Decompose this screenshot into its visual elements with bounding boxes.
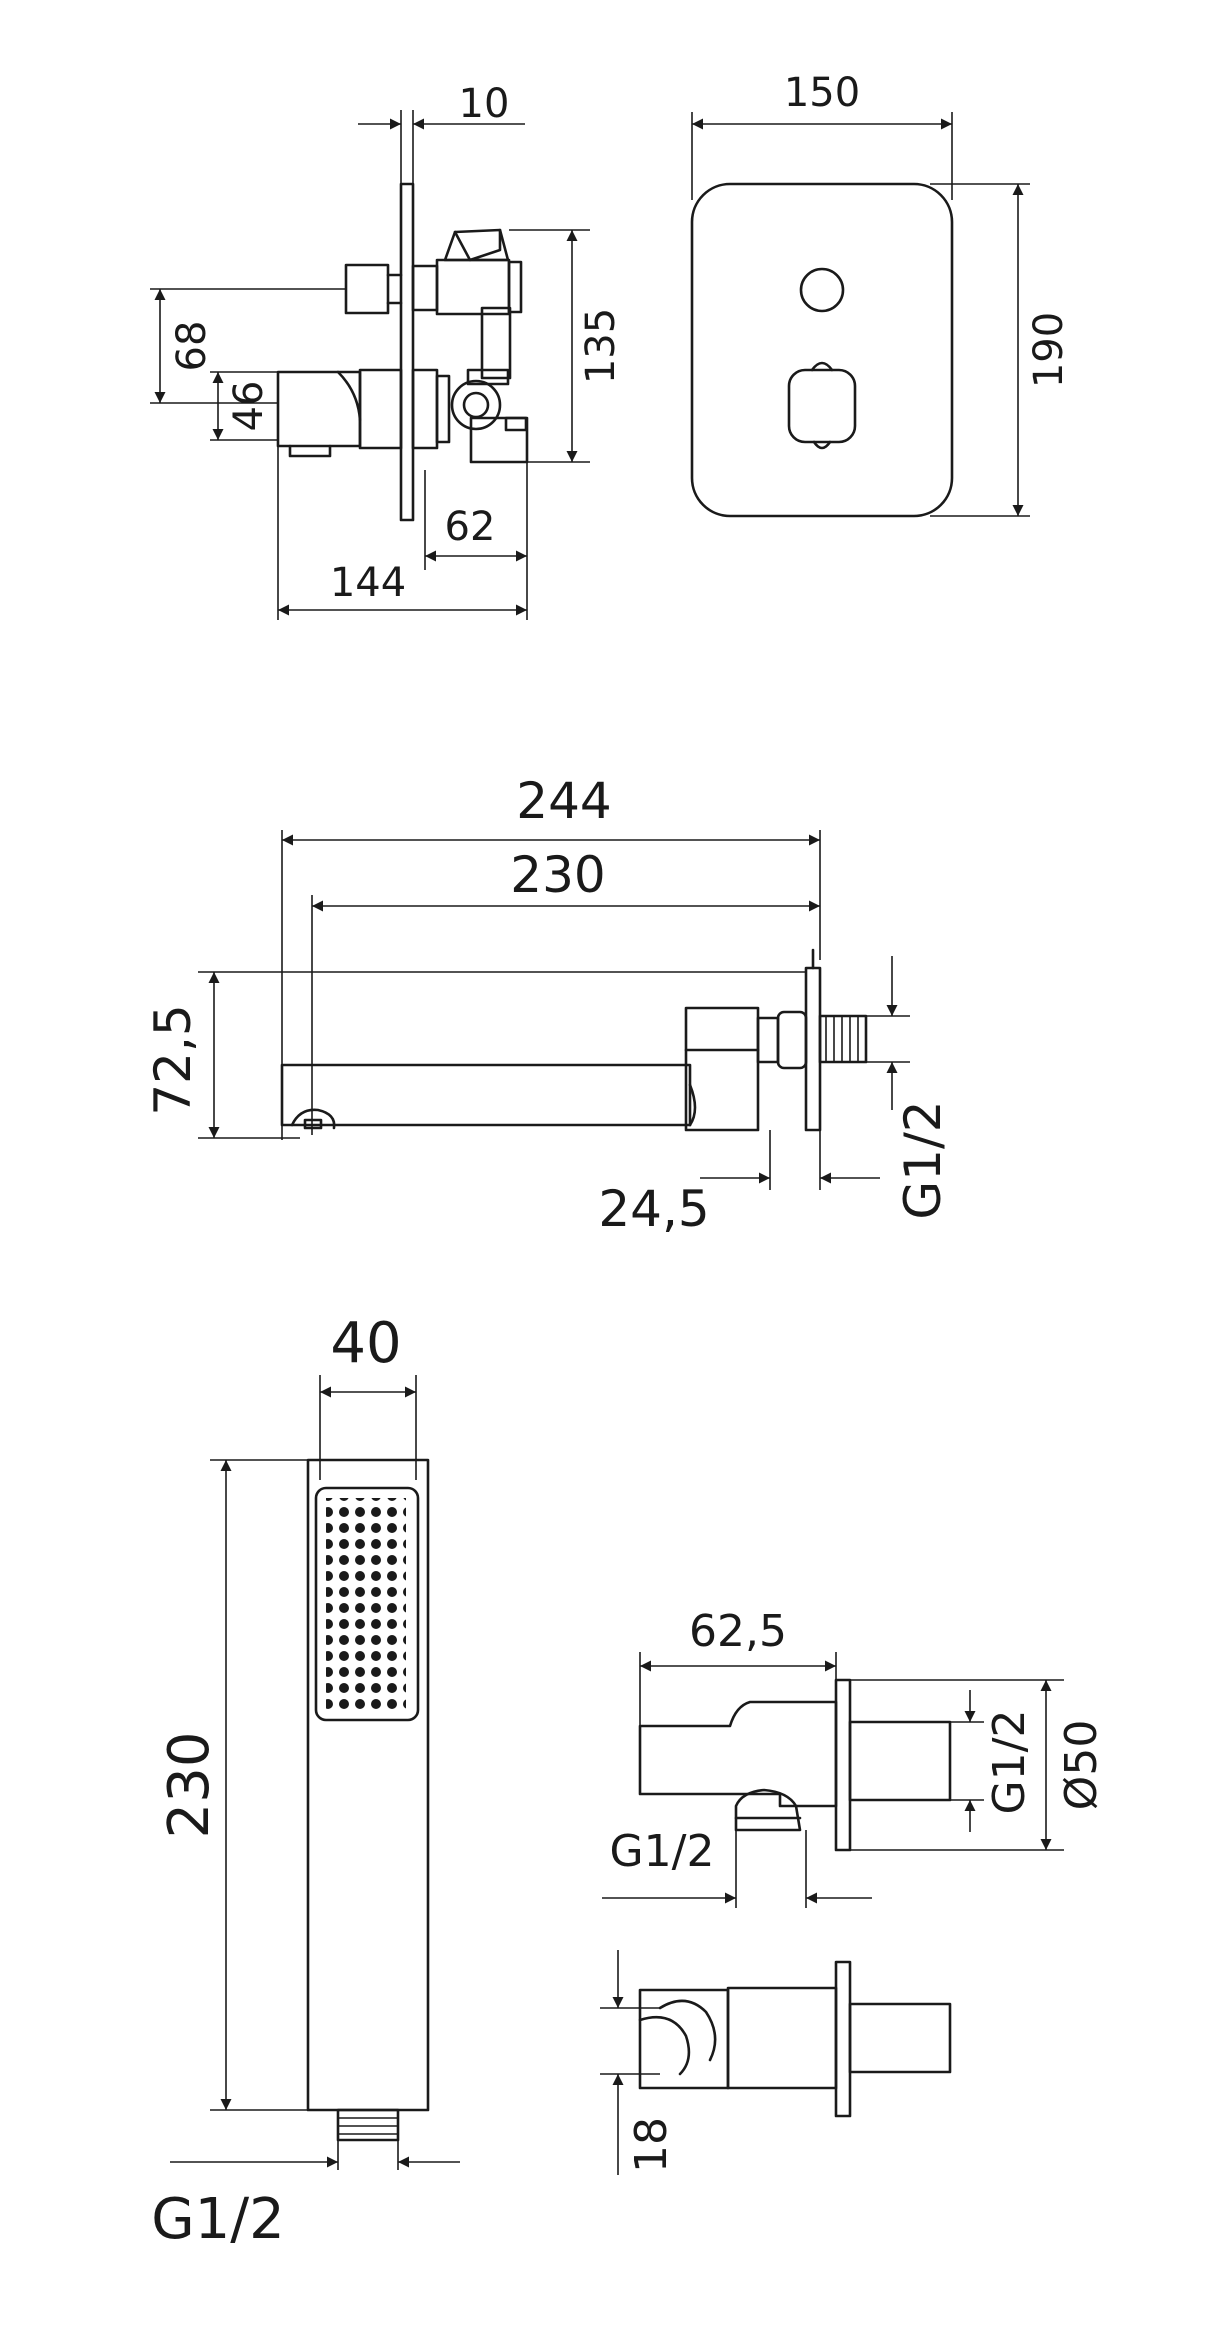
diverter-button — [799, 267, 845, 313]
spout-thread-label: G1/2 — [894, 1100, 952, 1219]
outlet-thread-hose-label: G1/2 — [610, 1826, 715, 1877]
dim-hand-shower-length: 230 — [157, 1732, 222, 1839]
cover-plate — [690, 182, 954, 518]
hand-shower-thread — [336, 2108, 400, 2142]
dim-holder-height: 18 — [626, 2117, 677, 2173]
spout-wall-plate — [804, 966, 822, 1132]
outlet-thread-wall-label: G1/2 — [984, 1710, 1035, 1815]
dim-cover-width: 150 — [784, 70, 860, 116]
dim-outlet-length: 62,5 — [689, 1606, 787, 1657]
bath-spout-view: 244 230 72,5 24,5 G1/2 — [144, 772, 952, 1238]
spray-nozzles — [326, 1498, 406, 1710]
hose-connector — [734, 1788, 802, 1832]
holder-body — [726, 1986, 838, 2090]
dim-outlet-diameter: Ø50 — [1056, 1720, 1107, 1811]
dim-spout-outlet-length: 230 — [510, 846, 605, 904]
dim-total-depth: 144 — [330, 560, 406, 606]
dim-spout-total-length: 244 — [516, 772, 611, 830]
dim-cover-height: 190 — [1026, 312, 1072, 388]
outlet-wall-plate — [834, 1678, 852, 1852]
inlet-stub — [344, 263, 390, 315]
spout-collar — [684, 1006, 760, 1132]
dim-inlet-height: 68 — [169, 321, 215, 372]
dim-body-height: 135 — [578, 308, 624, 384]
dim-spout-height: 72,5 — [144, 1004, 202, 1115]
holder-wall-plate — [834, 1960, 852, 2118]
shower-holder-view: 18 — [600, 1950, 952, 2175]
dim-body-depth: 62 — [445, 504, 496, 550]
mixer-side-view: 10 68 46 135 62 144 — [150, 81, 624, 620]
dim-outlet-height: 46 — [226, 381, 272, 432]
outlet-body — [638, 1700, 838, 1808]
wall-outlet-view: 62,5 G1/2 Ø50 G1/2 — [602, 1606, 1107, 1908]
spray-face — [314, 1486, 420, 1722]
hand-shower-view: 40 230 G1/2 — [151, 1311, 460, 2252]
control-handle — [787, 368, 857, 444]
dim-spout-wall-offset: 24,5 — [598, 1180, 709, 1238]
dim-plate-depth: 10 — [459, 81, 510, 127]
hand-shower-thread-label: G1/2 — [151, 2187, 285, 2252]
wall-plate — [399, 182, 415, 522]
mixer-front-view: 150 190 — [690, 70, 1072, 518]
spout-tube — [280, 1063, 692, 1127]
dim-hand-shower-width: 40 — [330, 1311, 401, 1376]
